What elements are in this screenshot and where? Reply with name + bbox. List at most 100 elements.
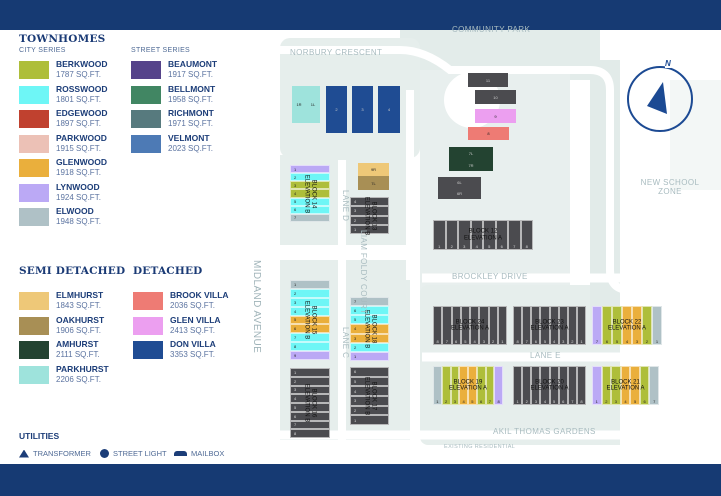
unit-lot[interactable]: 3 [458, 220, 471, 250]
unit-lot[interactable]: 7 [522, 306, 532, 345]
unit-lot[interactable]: 1 [350, 224, 389, 234]
unit-lot[interactable]: 6 [290, 324, 330, 334]
unit-lot[interactable]: 1 [433, 220, 446, 250]
unit-lot[interactable]: 5 [290, 197, 330, 206]
house-lot[interactable]: 10 [475, 90, 516, 104]
unit-lot[interactable]: 5 [483, 220, 496, 250]
unit-lot[interactable]: 1 [497, 306, 507, 345]
unit-lot[interactable]: 5 [549, 366, 559, 405]
unit-lot[interactable]: 7 [592, 306, 602, 345]
unit-lot[interactable]: 1 [513, 366, 523, 405]
unit-lot[interactable]: 8 [513, 306, 523, 345]
house-lot[interactable]: 8 [468, 127, 509, 140]
unit-lot[interactable]: 4 [549, 306, 559, 345]
unit-lot[interactable]: 5 [540, 306, 550, 345]
unit-lot[interactable]: 6 [290, 205, 330, 214]
unit-lot[interactable]: 2 [488, 306, 498, 345]
unit-lot[interactable]: 4 [290, 394, 330, 403]
unit-lot[interactable]: 2 [350, 405, 389, 416]
unit-lot[interactable]: 3 [558, 306, 568, 345]
house-lot[interactable]: 1L [306, 86, 320, 123]
unit-lot[interactable]: 2 [290, 288, 330, 298]
unit-lot[interactable]: 8 [290, 342, 330, 352]
unit-lot[interactable]: 5 [290, 315, 330, 325]
unit-lot[interactable]: 3 [290, 385, 330, 395]
unit-lot[interactable]: 8 [290, 429, 330, 438]
unit-lot[interactable]: 1 [350, 415, 389, 425]
house-lot[interactable]: 3 [352, 86, 373, 133]
house-lot[interactable]: 9 [475, 109, 516, 123]
unit-lot[interactable]: 4 [459, 366, 468, 405]
unit-lot[interactable]: 4 [470, 306, 480, 345]
unit-lot[interactable]: 1 [290, 280, 330, 289]
unit-lot[interactable]: 1 [433, 366, 442, 405]
house-lot[interactable]: 6R [438, 188, 481, 199]
unit-lot[interactable]: 2 [567, 306, 577, 345]
unit-lot[interactable]: 5 [290, 403, 330, 412]
house-lot[interactable]: 4 [378, 86, 400, 133]
unit-lot[interactable]: 3 [450, 366, 460, 405]
unit-lot[interactable]: 4 [620, 366, 631, 405]
unit-lot[interactable]: 4 [470, 220, 483, 250]
unit-lot[interactable]: 6 [531, 306, 541, 345]
unit-lot[interactable]: 1 [652, 306, 662, 345]
house-lot[interactable]: 7L [358, 176, 389, 190]
unit-lot[interactable]: 2 [290, 173, 330, 182]
unit-lot[interactable]: 4 [350, 324, 389, 334]
unit-lot[interactable]: 4 [350, 386, 389, 396]
unit-lot[interactable]: 2 [445, 220, 458, 250]
unit-lot[interactable]: 4 [290, 189, 330, 198]
house-lot[interactable]: 9R [358, 163, 389, 176]
unit-lot[interactable]: 6 [350, 367, 389, 377]
unit-lot[interactable]: 7 [290, 333, 330, 343]
unit-lot[interactable]: 4 [290, 306, 330, 316]
unit-lot[interactable]: 6 [451, 306, 461, 345]
unit-lot[interactable]: 2 [350, 342, 389, 352]
unit-lot[interactable]: 4 [622, 306, 632, 345]
unit-lot[interactable]: 2 [350, 215, 389, 225]
unit-lot[interactable]: 8 [576, 366, 586, 405]
unit-lot[interactable]: 8 [494, 366, 503, 405]
unit-lot[interactable]: 3 [290, 181, 330, 190]
unit-lot[interactable]: 3 [632, 306, 642, 345]
house-lot[interactable]: 1R [292, 86, 306, 123]
unit-lot[interactable]: 6 [558, 366, 568, 405]
unit-lot[interactable]: 3 [350, 206, 389, 216]
unit-lot[interactable]: 5 [350, 376, 389, 387]
unit-lot[interactable]: 7 [350, 297, 389, 307]
unit-lot[interactable]: 3 [350, 396, 389, 406]
house-lot[interactable]: 11 [468, 73, 508, 87]
unit-lot[interactable]: 9 [290, 351, 330, 360]
unit-lot[interactable]: 5 [468, 366, 477, 405]
unit-lot[interactable]: 2 [642, 306, 652, 345]
unit-lot[interactable]: 1 [350, 351, 389, 361]
house-lot[interactable]: 2 [326, 86, 347, 133]
unit-lot[interactable]: 6 [476, 366, 486, 405]
unit-lot[interactable]: 6 [639, 366, 650, 405]
unit-lot[interactable]: 3 [611, 366, 621, 405]
house-lot[interactable]: 7R [449, 159, 493, 171]
unit-lot[interactable]: 6 [495, 220, 508, 250]
unit-lot[interactable]: 1 [290, 165, 330, 174]
unit-lot[interactable]: 5 [630, 366, 640, 405]
unit-lot[interactable]: 7 [485, 366, 495, 405]
unit-lot[interactable]: 7 [567, 366, 577, 405]
unit-lot[interactable]: 3 [290, 297, 330, 307]
unit-lot[interactable]: 7 [290, 213, 330, 222]
unit-lot[interactable]: 4 [350, 197, 389, 207]
unit-lot[interactable]: 2 [441, 366, 451, 405]
unit-lot[interactable]: 5 [460, 306, 470, 345]
unit-lot[interactable]: 6 [350, 306, 389, 316]
unit-lot[interactable]: 4 [540, 366, 550, 405]
unit-lot[interactable]: 3 [479, 306, 489, 345]
unit-lot[interactable]: 6 [602, 306, 612, 345]
unit-lot[interactable]: 1 [592, 366, 602, 405]
unit-lot[interactable]: 8 [520, 220, 533, 250]
unit-lot[interactable]: 7 [508, 220, 521, 250]
house-lot[interactable]: 6L [438, 177, 481, 188]
house-lot[interactable]: 7L [449, 147, 493, 159]
unit-lot[interactable]: 5 [350, 315, 389, 325]
unit-lot[interactable]: 1 [290, 368, 330, 377]
unit-lot[interactable]: 5 [612, 306, 622, 345]
unit-lot[interactable]: 2 [601, 366, 612, 405]
